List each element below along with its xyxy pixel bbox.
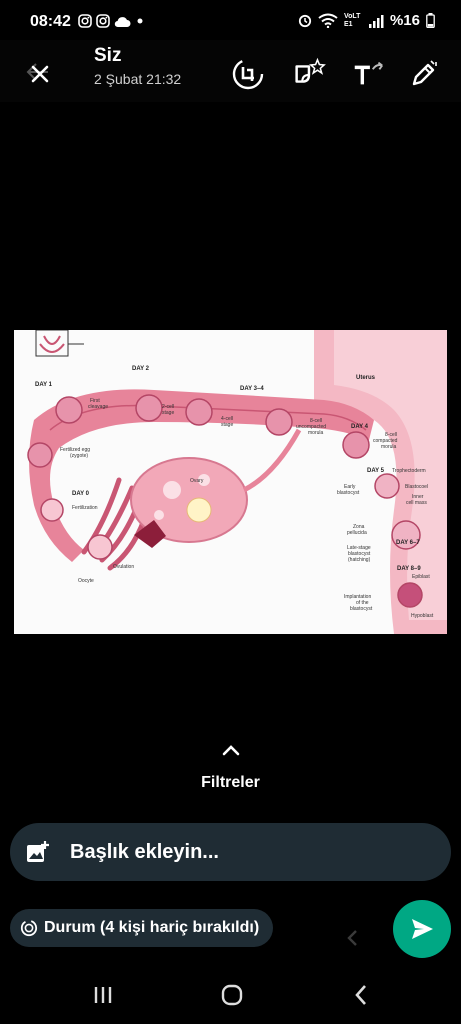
label-cell-mass: cell mass [406,500,427,506]
battery-icon [426,13,435,28]
cloud-icon [114,16,131,27]
label-zygote: (zygote) [70,453,88,459]
media-editor-header [0,40,461,102]
label-day4: DAY 4 [351,424,369,430]
label-compacted: compacted [373,438,398,444]
close-button[interactable] [20,52,60,92]
notification-icons [78,14,145,28]
instagram-icon [96,14,110,28]
label-fertilized-egg: Fertilized egg [60,447,90,453]
dot-icon [137,18,143,24]
label-fertilization: Fertilization [72,505,98,511]
add-photo-icon [27,841,49,862]
close-icon [26,63,49,83]
label-early: Early [344,484,356,490]
label-trophectoderm: Trophectoderm [392,468,426,474]
status-icon [20,919,38,937]
crop-rotate-icon [232,58,264,90]
send-button[interactable] [393,900,451,958]
media-timestamp: 2 Şubat 21:32 [94,71,182,87]
chat-title: Siz [94,45,122,66]
label-implantation: Implantation [344,594,371,600]
label-8cell-u: 8-cell [310,418,322,424]
status-audience-label: Durum (4 kişi hariç bırakıldı) [44,919,260,936]
instagram-icon [78,14,92,28]
label-uterus: Uterus [356,375,376,381]
chevron-left-icon [344,928,360,948]
wifi-icon [318,13,338,28]
label-blastocyst2: blastocyst [348,551,371,557]
label-of-the: of the [356,600,369,606]
home-button[interactable] [212,980,252,1010]
text-tool-button[interactable] [350,56,386,92]
label-4cell: 4-cell [221,416,233,422]
label-hatching: (hatching) [348,557,371,563]
label-day89: DAY 8–9 [397,566,421,572]
label-first: First [90,398,100,404]
pencil-icon [412,60,437,86]
label-morula-u: morula [308,430,324,436]
label-morula-c: morula [381,444,397,450]
label-day5: DAY 5 [367,468,385,474]
caption-bar [10,823,451,881]
caption-input[interactable] [68,836,432,868]
label-pellucida: pellucida [347,530,367,536]
draw-button[interactable] [404,56,440,92]
label-cleavage: cleavage [88,404,108,410]
label-blastocyst: blastocyst [337,490,360,496]
status-bar: 08:42 VoLTE1 %16 [0,0,461,46]
label-ovary: Ovary [190,478,204,484]
recent-apps-button[interactable] [83,980,123,1010]
label-uncompacted: uncompacted [296,424,326,430]
embryo-development-image[interactable]: Uterus DAY 1 DAY 2 DAY 3–4 DAY 4 DAY 5 D… [14,330,447,634]
back-button[interactable] [341,980,381,1010]
recent-apps-icon [94,987,112,1003]
sticker-button[interactable] [290,56,326,92]
alarm-icon [298,14,312,28]
label-day2: DAY 2 [132,366,150,372]
label-oocyte: Oocyte [78,578,94,584]
text-icon [354,61,383,85]
status-time: 08:42 [30,13,71,30]
home-icon [221,984,243,1006]
label-8cell-c: 8-cell [385,432,397,438]
filters-expand-button[interactable] [218,740,244,760]
battery-level: %16 [389,12,420,29]
add-media-button[interactable] [26,840,50,864]
back-icon [355,985,366,1005]
send-icon [412,919,433,939]
label-blastocoel: Blastocoel [405,484,428,490]
label-hypoblast: Hypoblast [411,613,434,619]
volte-indicator: VoLTE1 [343,12,361,28]
system-icons: VoLTE1 %16 [298,12,435,29]
chevron-up-icon [222,745,240,756]
label-inner: Inner [412,494,424,500]
label-day1: DAY 1 [35,382,53,388]
label-day67: DAY 6–7 [396,540,420,546]
label-day0: DAY 0 [72,491,90,497]
label-2cell: 2-cell [162,404,174,410]
label-epiblast: Epiblast [412,574,430,580]
label-day34: DAY 3–4 [240,386,264,392]
label-4cell-stage: stage [221,422,233,428]
sticker-icon [295,57,326,83]
filters-label[interactable]: Filtreler [201,774,260,791]
status-audience-button[interactable]: Durum (4 kişi hariç bırakıldı) [10,909,274,947]
label-zona: Zona [353,524,365,530]
signal-icon [368,14,384,28]
crop-rotate-button[interactable] [230,56,266,92]
label-ovulation: Ovulation [113,564,134,570]
label-blastocyst3: blastocyst [350,606,373,612]
label-2cell-stage: stage [162,410,174,416]
label-late-stage: Late-stage [347,545,371,551]
